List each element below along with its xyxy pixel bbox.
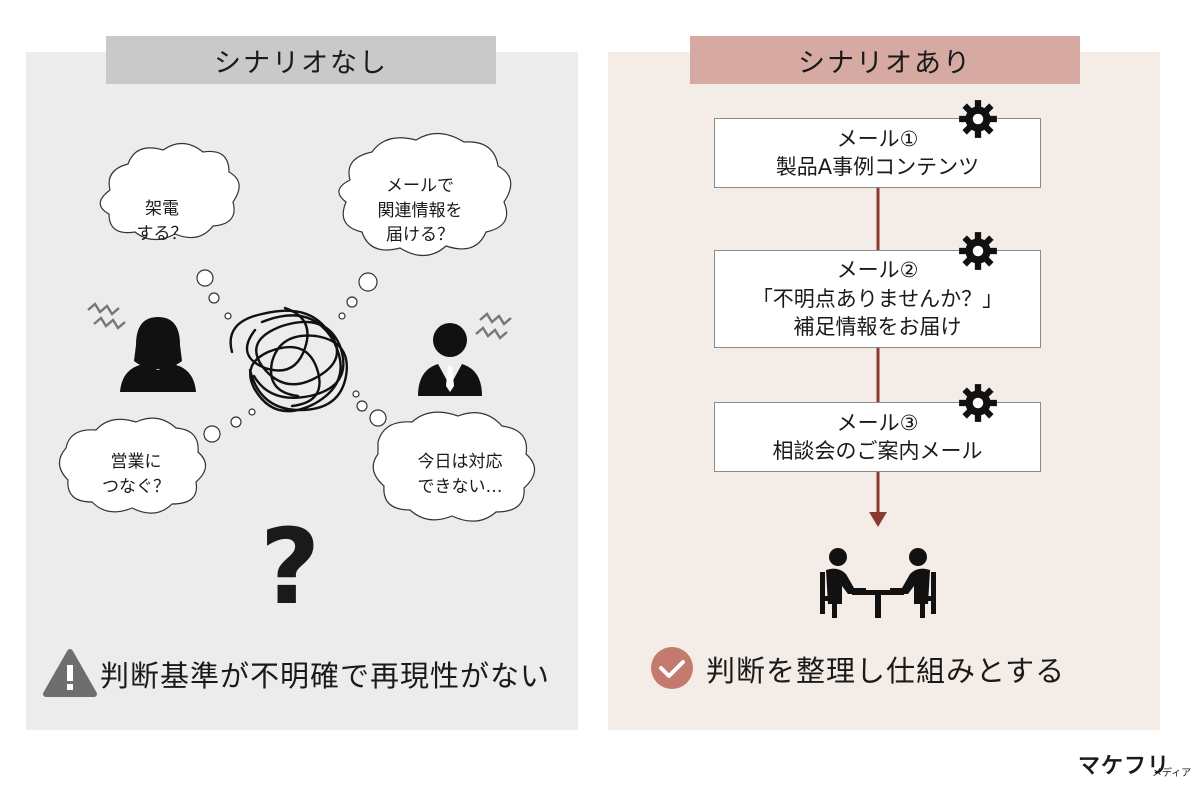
stress-lines-icon bbox=[475, 312, 512, 340]
gear-icon bbox=[959, 100, 997, 138]
step-line: 製品A事例コンテンツ bbox=[775, 155, 980, 179]
step-title: メール③ bbox=[836, 410, 919, 435]
step-line: 補足情報をお届け bbox=[793, 315, 962, 340]
brand-logo: マケフリ bbox=[1078, 754, 1171, 779]
bubble-line: できない… bbox=[417, 476, 503, 497]
brand-logo-sub: メディア bbox=[1152, 768, 1192, 779]
arrow-head-icon bbox=[869, 512, 887, 527]
step-box-email-2: メール② 「不明点ありませんか？」 補足情報をお届け bbox=[714, 250, 1041, 348]
bubble-line: 今日は対応 bbox=[417, 452, 503, 472]
bubble-line: 架電 bbox=[145, 199, 179, 219]
bubble-text-sales: 営業に つなぐ？ bbox=[76, 450, 196, 499]
bubble-text-busy: 今日は対応 できない… bbox=[392, 450, 528, 499]
tangled-thoughts-icon bbox=[229, 306, 349, 413]
right-panel-title: シナリオあり bbox=[690, 36, 1080, 84]
gear-icon bbox=[959, 232, 997, 270]
left-panel-title: シナリオなし bbox=[106, 36, 496, 84]
bubble-line: つなぐ？ bbox=[102, 476, 170, 497]
bubble-line: 営業に bbox=[110, 452, 162, 472]
meeting-people-icon bbox=[820, 548, 936, 618]
bubble-line: する？ bbox=[136, 223, 188, 244]
right-conclusion: 判断を整理し仕組みとする bbox=[706, 654, 1066, 688]
bubble-line: 関連情報を bbox=[377, 200, 463, 221]
step-title: メール① bbox=[836, 126, 919, 151]
right-illustration bbox=[651, 188, 936, 689]
woman-person-icon bbox=[120, 317, 196, 392]
step-line: 「不明点ありませんか？」 bbox=[751, 286, 1004, 311]
stress-lines-icon bbox=[87, 302, 126, 330]
left-illustration bbox=[43, 132, 536, 697]
thought-bubble-email bbox=[338, 132, 512, 257]
gear-icon bbox=[959, 384, 997, 422]
check-icon bbox=[651, 647, 693, 689]
step-line: 相談会のご案内メール bbox=[772, 439, 983, 463]
thought-bubble-busy bbox=[372, 411, 536, 522]
step-title: メール② bbox=[836, 258, 919, 283]
thought-bubble-sales bbox=[58, 417, 207, 514]
businessman-person-icon bbox=[418, 323, 482, 396]
warning-icon bbox=[43, 649, 97, 697]
bubble-line: メールで bbox=[386, 176, 454, 196]
question-mark: ? bbox=[259, 506, 321, 628]
bubble-text-call: 架電 する？ bbox=[112, 197, 212, 246]
left-conclusion: 判断基準が不明確で再現性がない bbox=[100, 659, 551, 693]
bubble-line: 届ける？ bbox=[386, 225, 454, 246]
bubble-text-email: メールで 関連情報を 届ける？ bbox=[360, 174, 480, 248]
thought-bubble-call bbox=[99, 142, 240, 241]
